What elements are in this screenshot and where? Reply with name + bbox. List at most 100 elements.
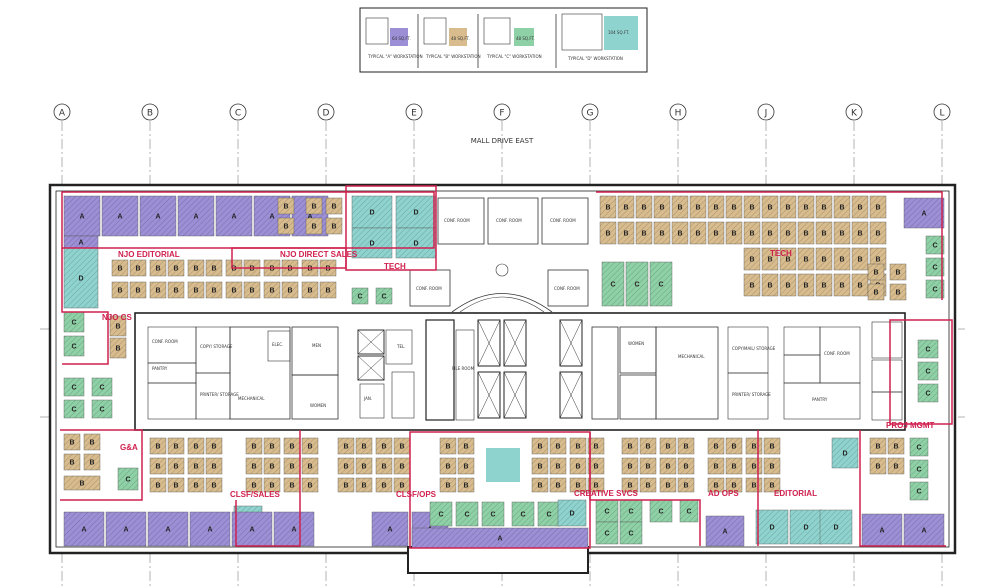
- workstation-letter: B: [445, 464, 450, 471]
- workstation-letter: B: [857, 205, 862, 212]
- workstation-b: B: [305, 197, 323, 215]
- workstation-a: A: [903, 197, 945, 229]
- room-pantry-e: PANTRY: [812, 397, 828, 402]
- workstation-letter: B: [251, 444, 256, 451]
- room-conf-n1: CONF. ROOM: [444, 218, 470, 223]
- workstation-letter: B: [645, 444, 650, 451]
- workstation-letter: B: [311, 224, 316, 231]
- workstation-c: C: [601, 261, 625, 307]
- zone-label-proj-mgmt: PROJ MGMT: [886, 421, 935, 430]
- workstation-b: B: [677, 457, 695, 475]
- workstation-c: C: [63, 335, 85, 357]
- workstation-b: B: [635, 221, 653, 245]
- workstation-letter: A: [231, 214, 236, 221]
- workstation-b: B: [129, 281, 147, 299]
- workstation-letter: B: [769, 483, 774, 490]
- zone-label-njo-cs: NJO CS: [102, 313, 132, 322]
- workstation-letter: B: [749, 231, 754, 238]
- workstation-d: D: [789, 509, 823, 545]
- grid-bubble-L: [933, 103, 951, 121]
- room-printer-storage-w: PRINTER/ STORAGE: [200, 392, 239, 397]
- workstation-b: B: [457, 477, 475, 493]
- room-pantry-w: PANTRY: [152, 366, 168, 371]
- workstation-b: B: [887, 457, 905, 475]
- workstation-b: B: [167, 281, 185, 299]
- workstation-letter: B: [289, 483, 294, 490]
- workstation-letter: B: [857, 231, 862, 238]
- workstation-b: B: [761, 195, 779, 219]
- workstation-letter: B: [173, 266, 178, 273]
- workstation-letter: B: [749, 283, 754, 290]
- workstation-b: B: [869, 457, 887, 475]
- workstation-letter: C: [610, 282, 615, 289]
- workstation-letter: B: [269, 483, 274, 490]
- workstation-a: A: [63, 511, 105, 547]
- workstation-c: C: [595, 521, 619, 545]
- workstation-b: B: [325, 217, 343, 235]
- grid-label-J: J: [764, 109, 768, 119]
- workstation-letter: B: [627, 464, 632, 471]
- workstation-letter: B: [803, 205, 808, 212]
- workstation-b: B: [745, 437, 763, 455]
- workstation-c: C: [925, 279, 945, 299]
- workstation-a: A: [705, 515, 745, 547]
- workstation-letter: D: [78, 276, 83, 283]
- legend-swatch-d: [604, 16, 638, 50]
- workstation-b: B: [187, 437, 205, 455]
- workstation-letter: B: [575, 464, 580, 471]
- workstation-letter: B: [307, 266, 312, 273]
- workstation-d: D: [819, 509, 853, 545]
- workstation-letter: B: [875, 231, 880, 238]
- workstation-b: B: [869, 437, 887, 455]
- workstation-letter: B: [173, 483, 178, 490]
- workstation-letter: C: [686, 509, 691, 516]
- zone-boundaries: [60, 185, 953, 549]
- workstation-b: B: [531, 437, 549, 455]
- workstation-b: B: [263, 457, 281, 475]
- workstation-letter: B: [381, 483, 386, 490]
- workstation-letter: B: [307, 483, 312, 490]
- workstation-b: B: [833, 247, 851, 271]
- workstation-letter: B: [307, 464, 312, 471]
- workstation-letter: A: [291, 527, 296, 534]
- workstation-letter: B: [115, 346, 120, 353]
- workstation-b: B: [393, 477, 411, 493]
- grid-bubble-D: [317, 103, 335, 121]
- zone-label-creative-svcs: CREATIVE SVCS: [574, 489, 639, 498]
- workstation-letter: C: [99, 407, 104, 414]
- workstation-letter: B: [325, 288, 330, 295]
- workstation-a: A: [371, 511, 409, 547]
- workstation-letter: B: [893, 464, 898, 471]
- workstation-letter: B: [269, 288, 274, 295]
- workstation-b: B: [761, 273, 779, 297]
- grid-label-H: H: [675, 109, 682, 119]
- workstation-letter: B: [785, 257, 790, 264]
- workstation-letter: B: [193, 464, 198, 471]
- workstation-letter: B: [307, 444, 312, 451]
- workstation-b: B: [439, 457, 457, 475]
- workstation-letter: B: [193, 266, 198, 273]
- workstation-b: B: [109, 315, 127, 337]
- workstation-b: B: [725, 437, 743, 455]
- workstation-letter: B: [173, 464, 178, 471]
- workstation-b: B: [869, 221, 887, 245]
- workstation-b: B: [599, 195, 617, 219]
- workstation-a: A: [105, 511, 147, 547]
- workstation-d: D: [557, 499, 587, 527]
- workstation-letter: B: [839, 231, 844, 238]
- grid-bubble-B: [141, 103, 159, 121]
- workstation-letter: B: [249, 288, 254, 295]
- legend-swatch-a: [390, 28, 408, 46]
- workstation-b: B: [869, 195, 887, 219]
- workstation-letter: C: [71, 385, 76, 392]
- workstation-letter: B: [231, 288, 236, 295]
- workstation-b: B: [301, 477, 319, 493]
- workstation-b: B: [761, 221, 779, 245]
- workstation-letter: B: [89, 440, 94, 447]
- workstation-c: C: [63, 399, 85, 419]
- workstation-b: B: [743, 273, 761, 297]
- workstation-b: B: [457, 437, 475, 455]
- workstation-letter: B: [623, 231, 628, 238]
- workstation-b: B: [707, 477, 725, 493]
